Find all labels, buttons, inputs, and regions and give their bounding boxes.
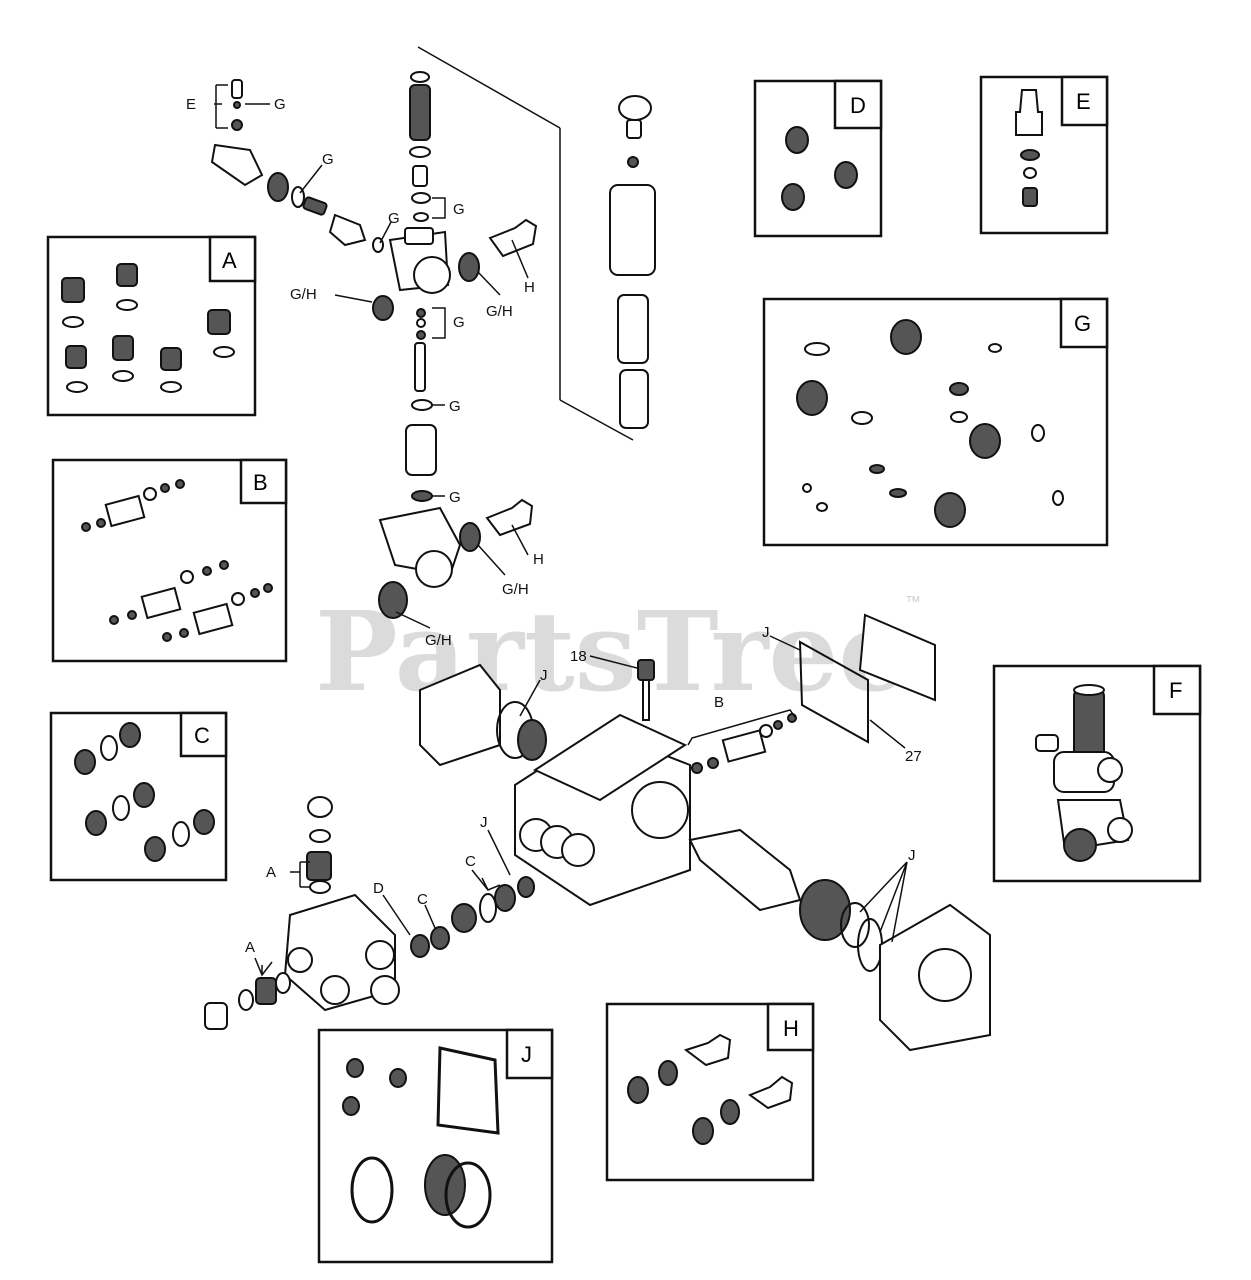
kit-d-parts xyxy=(781,126,858,211)
kit-box-g-label: G xyxy=(1074,311,1091,336)
kit-box-a[interactable]: A xyxy=(46,235,257,417)
kit-box-e-label: E xyxy=(1076,89,1091,114)
kit-box-h[interactable]: H xyxy=(605,1002,815,1182)
kit-box-c[interactable]: C xyxy=(49,711,228,882)
callout-g-top1: G xyxy=(274,96,286,113)
kit-box-d-label: D xyxy=(850,93,866,118)
callout-gh-mid: G/H xyxy=(502,581,529,598)
callout-d-head: D xyxy=(373,880,384,897)
callout-g-valve5: G xyxy=(449,489,461,506)
kit-b-parts xyxy=(81,479,273,642)
kit-j-parts xyxy=(342,1046,500,1229)
kit-box-b[interactable]: B xyxy=(51,458,288,663)
callout-gh-low: G/H xyxy=(425,632,452,649)
kit-box-b-label: B xyxy=(253,470,268,495)
kit-box-g[interactable]: G xyxy=(762,297,1109,547)
kit-box-e[interactable]: E xyxy=(979,75,1109,235)
manifold-head xyxy=(204,796,535,1030)
callout-gh-left-top: G/H xyxy=(290,286,317,303)
callout-labels: E G G G G G G G H G/H G/H H G/H G/H 18 2… xyxy=(186,96,922,956)
kit-box-c-label: C xyxy=(194,723,210,748)
callout-a-head-top: A xyxy=(266,864,276,881)
watermark-trademark: ™ xyxy=(905,594,921,611)
watermark-text: PartsTree xyxy=(315,587,909,716)
kit-box-f[interactable]: F xyxy=(992,664,1202,883)
callout-a-head-left: A xyxy=(245,939,255,956)
callout-g-top2: G xyxy=(322,151,334,168)
callout-j-seal: J xyxy=(540,667,548,684)
kit-e-parts xyxy=(1015,89,1043,207)
kit-h-parts xyxy=(627,1033,794,1145)
kit-box-j[interactable]: J xyxy=(317,1028,554,1264)
callout-g-valve3: G xyxy=(453,314,465,331)
kit-c-parts xyxy=(74,722,215,862)
leader-lines xyxy=(214,84,908,977)
kit-box-h-label: H xyxy=(783,1016,799,1041)
callout-g-valve4: G xyxy=(449,398,461,415)
kit-box-f-label: F xyxy=(1169,678,1182,703)
kit-box-d[interactable]: D xyxy=(753,79,883,238)
callout-c-head1: C xyxy=(417,891,428,908)
kit-box-a-label: A xyxy=(222,248,237,273)
callout-gh-right-top: G/H xyxy=(486,303,513,320)
callout-g-valve2: G xyxy=(453,201,465,218)
callout-c-head2: C xyxy=(465,853,476,870)
callout-part-27: 27 xyxy=(905,748,922,765)
unloader-assembly xyxy=(210,46,656,619)
callout-h-top: H xyxy=(524,279,535,296)
kit-g-parts xyxy=(796,319,1064,528)
callout-part-18: 18 xyxy=(570,648,587,665)
callout-b-piston: B xyxy=(714,694,724,711)
kit-a-parts xyxy=(61,263,235,393)
kit-box-j-label: J xyxy=(521,1042,532,1067)
kit-f-unloader-assembly xyxy=(1035,684,1133,862)
callout-j-head: J xyxy=(480,814,488,831)
callout-h-mid: H xyxy=(533,551,544,568)
callout-j-right: J xyxy=(908,847,916,864)
callout-g-valve1: G xyxy=(388,210,400,227)
callout-j-gasket: J xyxy=(762,624,770,641)
callout-e-top: E xyxy=(186,96,196,113)
pump-crankcase xyxy=(419,613,991,1052)
